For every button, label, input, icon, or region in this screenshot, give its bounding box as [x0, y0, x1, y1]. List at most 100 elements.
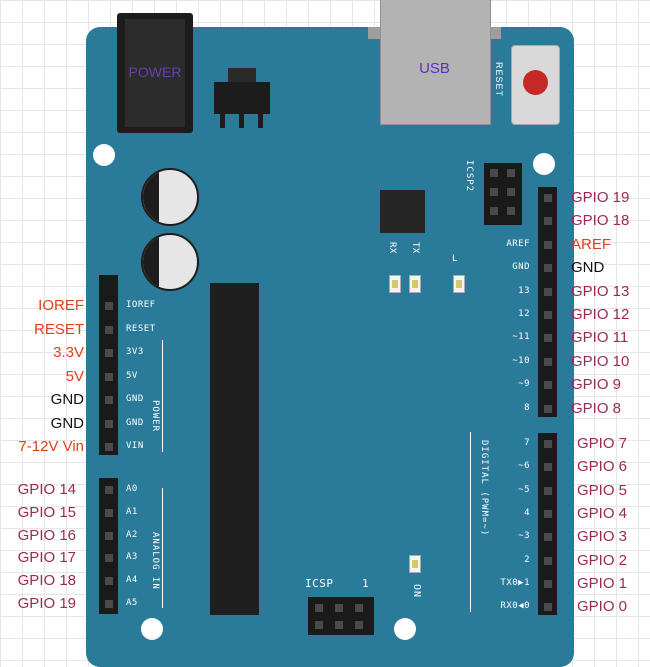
reset-button[interactable] — [511, 45, 560, 125]
l-silk-label: L — [452, 254, 458, 264]
header-pin[interactable] — [105, 508, 113, 517]
header-pin[interactable] — [105, 349, 113, 357]
header-pin[interactable] — [544, 486, 552, 495]
pin-function-label: GPIO 6 — [577, 458, 628, 476]
header-pin[interactable] — [544, 381, 552, 390]
pin-silk-label: A1 — [126, 506, 138, 517]
header-pin[interactable] — [105, 372, 113, 381]
usb-label: USB — [419, 60, 450, 77]
pin-silk-label: IOREF — [126, 300, 156, 310]
header-pin[interactable] — [105, 486, 113, 494]
header-pin[interactable] — [105, 396, 113, 404]
header-pin[interactable] — [544, 533, 552, 542]
header-pin[interactable] — [544, 311, 552, 319]
capacitor — [141, 168, 199, 226]
header-pin[interactable] — [544, 334, 552, 343]
header-pin[interactable] — [544, 463, 552, 472]
digital-lower-header — [538, 433, 557, 615]
header-pin[interactable] — [544, 603, 552, 612]
header-pin[interactable] — [105, 577, 113, 586]
pin-silk-label: RESET — [126, 323, 156, 334]
icsp-pin[interactable] — [335, 604, 343, 612]
regulator-leg — [220, 114, 225, 128]
pin-silk-label: ~11 — [512, 332, 530, 343]
pin-function-label: GPIO 18 — [571, 212, 630, 230]
usb-serial-chip — [380, 190, 425, 233]
pin-function-label: 3.3V — [53, 344, 84, 361]
pin-silk-label: GND — [126, 394, 144, 404]
pin-function-label: GPIO 3 — [577, 528, 628, 546]
icsp2-pin[interactable] — [507, 207, 515, 215]
power-header — [99, 275, 118, 455]
power-jack — [117, 13, 193, 133]
icsp-pin[interactable] — [335, 621, 343, 629]
reset-button-cap[interactable] — [523, 70, 548, 95]
header-pin[interactable] — [544, 287, 552, 296]
header-pin[interactable] — [544, 357, 552, 366]
icsp2-pin[interactable] — [490, 188, 498, 196]
analog-group-label: ANALOG IN — [150, 532, 160, 590]
header-pin[interactable] — [105, 325, 113, 334]
pin-silk-label: 2 — [524, 554, 530, 565]
icsp-pin[interactable] — [355, 621, 363, 629]
digital-group-label: DIGITAL (PWM=~) — [479, 440, 489, 537]
header-pin[interactable] — [544, 404, 552, 413]
header-pin[interactable] — [105, 600, 113, 608]
pin-silk-label: TX0▶1 — [500, 577, 530, 588]
digital-upper-header — [538, 187, 557, 417]
header-pin[interactable] — [544, 556, 552, 565]
pin-silk-label: RX0◀0 — [500, 601, 530, 612]
usb-connector — [380, 0, 491, 125]
power-jack-label: POWER — [128, 64, 182, 80]
mounting-hole — [394, 618, 416, 640]
icsp-header — [308, 597, 374, 635]
header-pin[interactable] — [105, 419, 113, 428]
header-pin[interactable] — [105, 302, 113, 310]
rx-silk-label: RX — [387, 242, 397, 254]
pin-silk-label: 12 — [518, 309, 530, 319]
on-silk-label: ON — [411, 584, 422, 599]
header-pin[interactable] — [544, 440, 552, 448]
atmega-chip — [210, 283, 259, 615]
icsp-silk-label: ICSP — [305, 577, 334, 590]
pin-function-label: GPIO 9 — [571, 376, 622, 394]
header-pin[interactable] — [544, 579, 552, 588]
analog-header — [99, 478, 118, 614]
pin-function-label: GND — [50, 414, 84, 432]
analog-group-line — [162, 488, 163, 608]
icsp-pin1-silk-label: 1 — [362, 577, 370, 590]
header-pin[interactable] — [544, 194, 552, 202]
icsp2-pin[interactable] — [507, 169, 515, 177]
power-group-line — [162, 340, 163, 452]
pin-silk-label: GND — [512, 262, 530, 273]
digital-group-line — [470, 432, 471, 612]
pin-function-label: GPIO 1 — [577, 574, 628, 592]
icsp-pin[interactable] — [315, 621, 323, 629]
pin-function-label: RESET — [33, 320, 84, 338]
icsp-pin[interactable] — [315, 604, 323, 612]
icsp2-pin[interactable] — [490, 169, 498, 177]
on-led — [409, 555, 421, 573]
header-pin[interactable] — [105, 531, 113, 540]
header-pin[interactable] — [544, 264, 552, 273]
pin-function-label: GPIO 14 — [17, 481, 76, 498]
pin-silk-label: ~3 — [518, 531, 530, 542]
icsp2-pin[interactable] — [507, 188, 515, 196]
capacitor — [141, 233, 199, 291]
pin-function-label: GPIO 8 — [571, 399, 622, 417]
pin-function-label: IOREF — [38, 297, 84, 314]
pin-function-label: GPIO 10 — [571, 352, 630, 370]
icsp-pin[interactable] — [355, 604, 363, 612]
pin-function-label: GPIO 17 — [17, 549, 76, 567]
pin-function-label: GPIO 19 — [17, 595, 76, 612]
pin-silk-label: A5 — [126, 598, 138, 608]
voltage-regulator — [214, 82, 270, 114]
header-pin[interactable] — [544, 217, 552, 226]
pin-function-label: GPIO 11 — [571, 329, 629, 347]
header-pin[interactable] — [544, 509, 552, 518]
header-pin[interactable] — [105, 554, 113, 563]
pin-function-label: GPIO 19 — [571, 189, 630, 206]
header-pin[interactable] — [544, 240, 552, 249]
header-pin[interactable] — [105, 443, 113, 451]
icsp2-pin[interactable] — [490, 207, 498, 215]
